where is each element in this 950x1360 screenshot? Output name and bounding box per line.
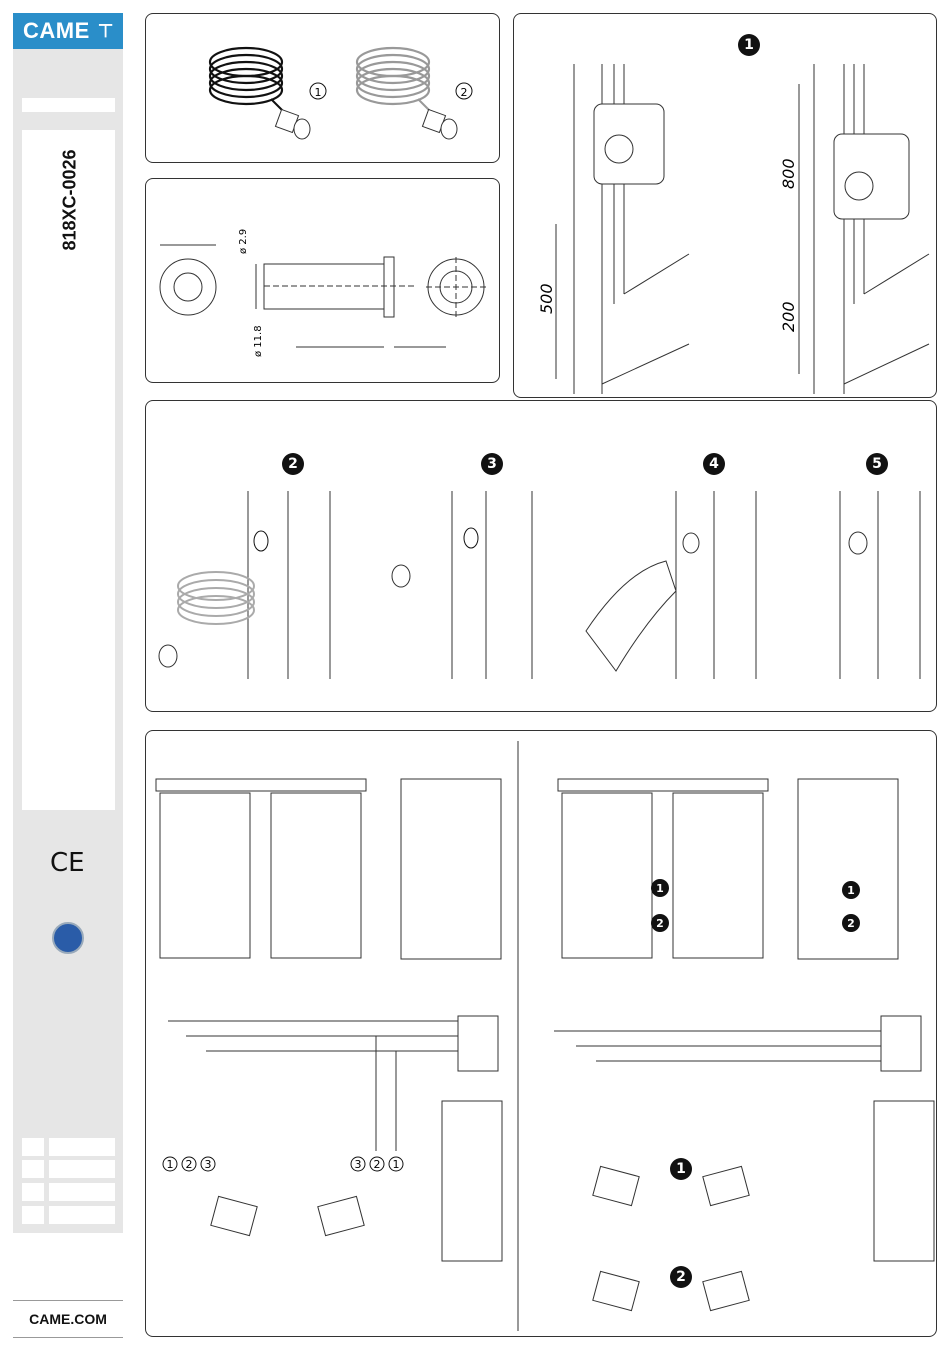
sensor-pair-1-marker: 1 <box>651 879 669 897</box>
sensor-pair-2-marker: 2 <box>842 914 860 932</box>
legend-row <box>22 1206 115 1224</box>
logo-text: CAME <box>23 18 90 44</box>
sensor-coil-illustration: 1 2 <box>146 14 501 164</box>
step-1-panel: 1 500 800 200 <box>513 13 937 398</box>
website-label: CAME.COM <box>13 1300 123 1338</box>
large-diameter-label: ø 11.8 <box>253 325 264 357</box>
legend-row <box>22 1160 115 1178</box>
legend-row <box>22 1138 115 1156</box>
wire-label: 3 <box>205 1158 212 1171</box>
logo-mark-icon: ⊤ <box>98 21 114 42</box>
height-800-label: 800 <box>779 158 798 189</box>
certification-logo <box>52 922 84 954</box>
wire-label: 3 <box>355 1158 362 1171</box>
legend-row <box>22 1183 115 1201</box>
sensor-pair-1-marker: 1 <box>842 881 860 899</box>
wiring-drawing: 1 2 3 3 2 1 <box>146 731 938 1338</box>
sensor-label-1: 1 <box>315 86 322 99</box>
sensor-pair-1-marker: 1 <box>670 1158 692 1180</box>
install-steps-panel: 2 3 4 5 <box>145 400 937 712</box>
height-500-label: 500 <box>537 283 556 314</box>
door-installation-drawing: 500 800 200 <box>514 14 938 399</box>
ce-mark: CE <box>50 848 85 878</box>
sensor-label-2: 2 <box>461 86 468 99</box>
wire-label: 1 <box>393 1158 400 1171</box>
install-steps-drawing <box>146 401 938 713</box>
wire-label: 2 <box>186 1158 193 1171</box>
sensor-pair-2-marker: 2 <box>651 914 669 932</box>
wire-label: 1 <box>167 1158 174 1171</box>
wire-label: 2 <box>374 1158 381 1171</box>
dimensions-panel: ø 2.9 ø 11.8 <box>145 178 500 383</box>
sensor-variants-panel: 1 2 <box>145 13 500 163</box>
height-200-label: 200 <box>779 301 798 332</box>
sensor-pair-2-marker: 2 <box>670 1266 692 1288</box>
wiring-panel: 1 2 3 3 2 1 1 2 1 2 1 2 <box>145 730 937 1337</box>
small-diameter-label: ø 2.9 <box>238 229 249 254</box>
came-logo: CAME ⊤ <box>13 13 123 49</box>
dimension-drawing: ø 2.9 ø 11.8 <box>146 179 501 384</box>
document-code: 818XC-0026 <box>30 140 110 260</box>
label-box <box>22 98 115 112</box>
